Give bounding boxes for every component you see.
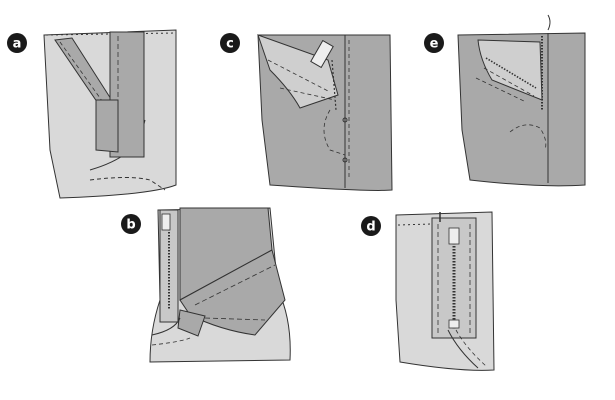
step-badge-c bbox=[220, 33, 240, 53]
step-label-c: c bbox=[226, 37, 234, 52]
step-badge-b bbox=[121, 214, 141, 234]
step-label-b: b bbox=[126, 218, 135, 233]
step-label-d: d bbox=[366, 220, 375, 235]
step-label-e: e bbox=[430, 37, 439, 52]
step-badge-e bbox=[424, 33, 444, 53]
step-badge-d bbox=[361, 216, 381, 236]
step-badge-a bbox=[7, 33, 27, 53]
step-c-illustration: c bbox=[220, 33, 393, 191]
step-b-illustration: b bbox=[121, 207, 291, 363]
step-label-a: a bbox=[13, 37, 22, 52]
step-d-illustration: d bbox=[361, 211, 495, 371]
step-e-illustration: e bbox=[424, 14, 586, 187]
step-a-illustration: a bbox=[7, 29, 177, 199]
